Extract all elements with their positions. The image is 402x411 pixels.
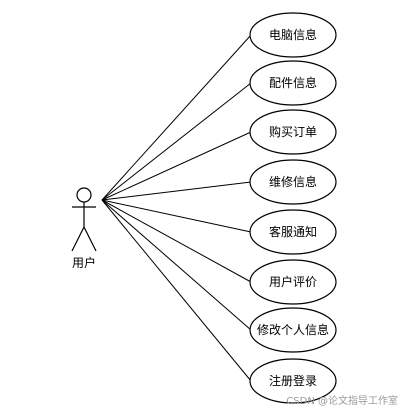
- actor-right-leg: [83, 226, 97, 252]
- use-case-ellipse: [249, 209, 337, 255]
- actor-label: 用户: [72, 255, 96, 270]
- association-line: [101, 199, 252, 283]
- association-lines: [101, 34, 252, 382]
- use-case: 维修信息: [249, 159, 337, 205]
- association-line: [101, 131, 252, 201]
- use-case-ellipse: [249, 358, 337, 404]
- use-case: 客服通知: [249, 209, 337, 255]
- actor-user: [71, 187, 97, 252]
- use-case: 购买订单: [249, 109, 337, 155]
- use-case: 注册登录: [249, 358, 337, 404]
- use-case-label: 注册登录: [269, 373, 317, 388]
- use-case-ellipse: [249, 307, 337, 353]
- use-case-ellipse: [249, 60, 337, 106]
- use-case-label: 用户评价: [269, 274, 317, 289]
- use-case-label: 购买订单: [269, 124, 317, 139]
- association-line: [101, 82, 252, 201]
- use-case: 电脑信息: [249, 12, 337, 58]
- association-line: [101, 199, 252, 382]
- use-case: 用户评价: [249, 259, 337, 305]
- actor-head: [76, 187, 92, 203]
- use-case-ellipse: [249, 259, 337, 305]
- use-case-ellipse: [249, 12, 337, 58]
- actor-left-leg: [71, 226, 85, 252]
- use-case-label: 修改个人信息: [257, 322, 329, 337]
- use-case: 配件信息: [249, 60, 337, 106]
- use-case-label: 客服通知: [269, 224, 317, 239]
- use-case-label: 维修信息: [269, 174, 317, 189]
- use-case-label: 配件信息: [269, 75, 317, 90]
- watermark: CSDN @论文指导工作室: [286, 394, 398, 407]
- use-case-ellipse: [249, 109, 337, 155]
- association-line: [101, 199, 252, 233]
- use-case-label: 电脑信息: [269, 27, 317, 42]
- use-case-ellipse: [249, 159, 337, 205]
- association-line: [101, 199, 252, 331]
- use-case: 修改个人信息: [249, 307, 337, 353]
- association-line: [101, 181, 252, 201]
- association-line: [101, 34, 252, 201]
